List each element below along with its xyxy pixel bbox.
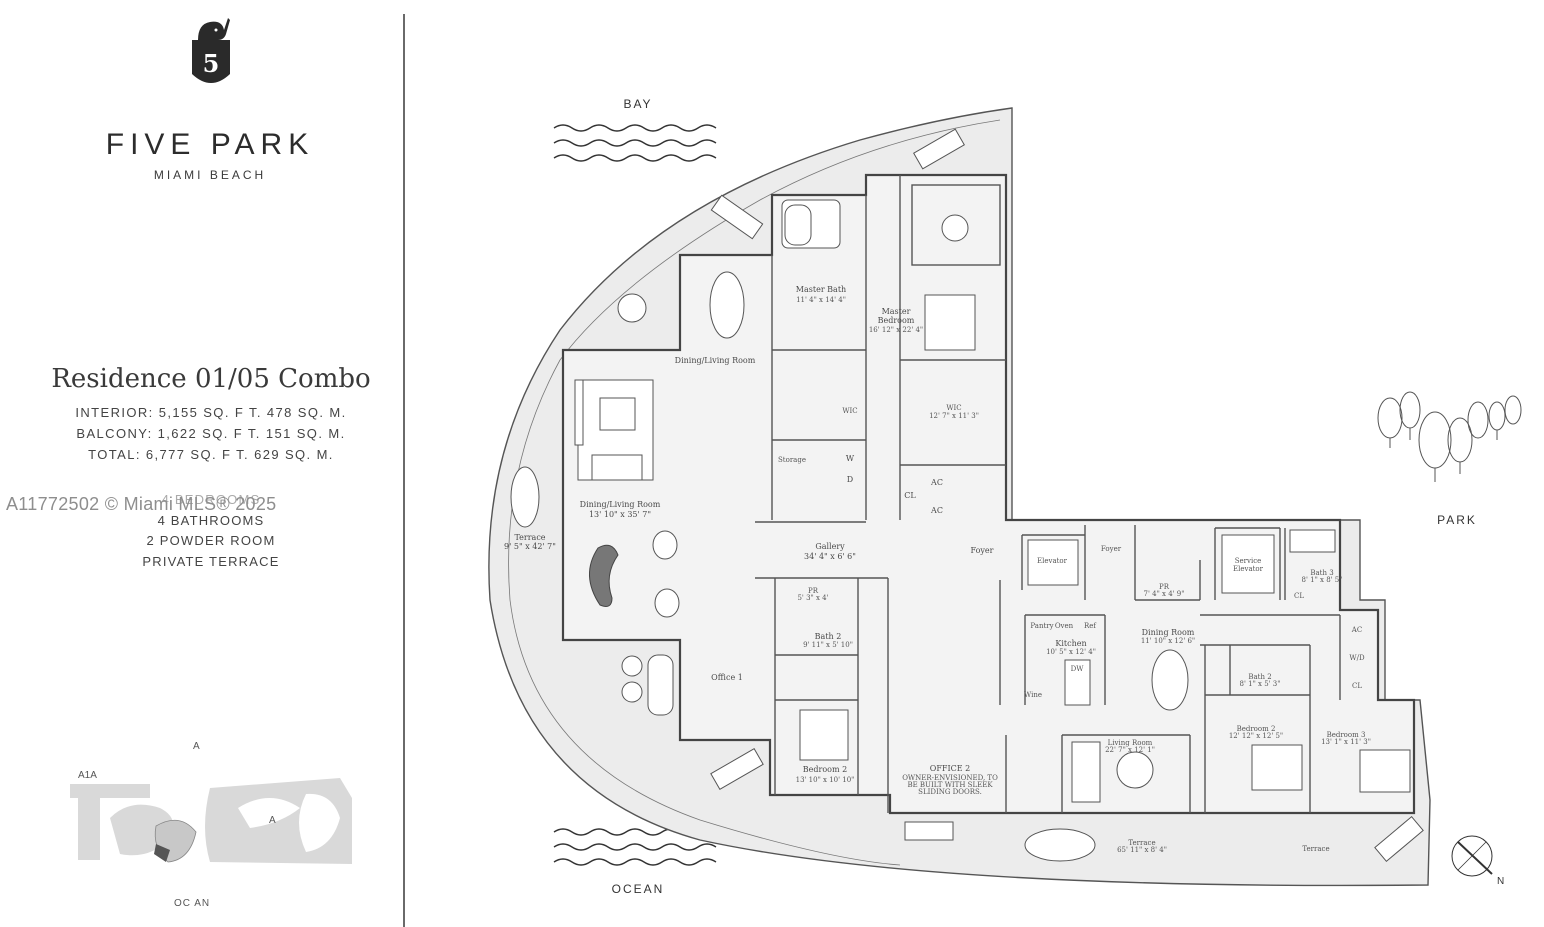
terrace-east-name: Terrace: [1302, 845, 1329, 853]
living-room-dims: 22' 7" x 12' 1": [1105, 746, 1155, 754]
kitchen-name: Kitchen: [1055, 639, 1086, 648]
dw-name: DW: [1071, 665, 1085, 673]
office-2-note2: BE BUILT WITH SLEEK: [907, 781, 993, 789]
terrace-south-name: Terrace: [1128, 839, 1155, 847]
bay-waves-icon: [553, 124, 717, 162]
site-map-label-mid: A: [269, 815, 276, 826]
dining-room-dims: 11' 10" x 12' 6": [1141, 637, 1195, 645]
direction-ocean: OCEAN: [612, 882, 665, 896]
master-bath-dims: 11' 4" x 14' 4": [796, 296, 846, 304]
bedroom-3-name: Bedroom 3: [1327, 731, 1366, 739]
dining-living-name: Dining/Living Room: [580, 500, 661, 509]
storage-name: Storage: [778, 456, 806, 464]
bath-2a-dims: 9' 11" x 5' 10": [803, 641, 853, 649]
svg-text:5: 5: [203, 49, 220, 78]
total-area: TOTAL: 6,777 SQ. F T. 629 SQ. M.: [88, 447, 334, 462]
cl-1-name: CL: [904, 491, 916, 500]
kitchen-dims: 10' 5" x 12' 4": [1046, 648, 1096, 656]
office-2-note1: OWNER-ENVISIONED, TO: [902, 774, 998, 782]
ac-1-name: AC: [930, 478, 943, 487]
bedroom-2a-name: Bedroom 2: [803, 765, 847, 774]
master-bath-name: Master Bath: [796, 285, 846, 294]
interior-area: INTERIOR: 5,155 SQ. F T. 478 SQ. M.: [75, 405, 347, 420]
interior-outline: [561, 173, 1416, 815]
dryer-label: D: [847, 475, 853, 484]
office-2-note3: SLIDING DOORS.: [918, 788, 982, 796]
five-park-logo-icon: 5: [192, 18, 230, 83]
wic-2-dims: 12' 7" x 11' 3": [929, 412, 979, 420]
site-map-label-bottom: OC AN: [174, 898, 211, 909]
interior-walls: [755, 175, 1341, 813]
site-map-label-top: A: [193, 741, 200, 752]
sofa-icon: [589, 544, 619, 607]
pr-2-dims: 7' 4" x 4' 9": [1144, 590, 1185, 598]
bedroom-2b-dims: 12' 12" x 12' 5": [1229, 732, 1283, 740]
bath-3-name: Bath 3: [1310, 569, 1333, 577]
bath-2b-dims: 8' 1" x 5' 3": [1240, 680, 1281, 688]
direction-bay: BAY: [623, 97, 652, 111]
office-1-name: Office 1: [711, 673, 743, 682]
bath-3-dims: 8' 1" x 8' 5": [1302, 576, 1343, 584]
mls-watermark: A11772502 © Miami MLS® 2025: [6, 494, 277, 514]
site-map: [70, 778, 352, 864]
wic-1-name: WIC: [842, 407, 857, 415]
dining-living-top-name: Dining/Living Room: [675, 356, 756, 365]
foyer-2-name: Foyer: [1101, 545, 1122, 553]
pr-1-dims: 5' 3" x 4': [797, 594, 828, 602]
panel-divider: [403, 14, 405, 927]
floor-plan: BAY OCEAN PARK N: [488, 97, 1522, 896]
bedroom-3-dims: 13' 1" x 11' 3": [1321, 738, 1371, 746]
brand-location: MIAMI BEACH: [153, 168, 267, 182]
bedroom-2b-name: Bedroom 2: [1237, 725, 1276, 733]
feature-bedrooms: 4 BEDROOMS: [161, 492, 261, 507]
gallery-name: Gallery: [815, 542, 845, 551]
elevator-name: Elevator: [1037, 557, 1068, 565]
master-bedroom-dims: 16' 12" x 22' 4": [869, 326, 923, 334]
feature-bathrooms: 4 BATHROOMS: [157, 513, 265, 528]
bedroom-2a-dims: 13' 10" x 10' 10": [796, 776, 855, 784]
pr-2-name: PR: [1159, 583, 1170, 591]
wd-name: W/D: [1349, 654, 1365, 662]
terrace-west-dims: 9' 5" x 42' 7": [504, 542, 556, 551]
foyer-1-name: Foyer: [970, 546, 993, 555]
cl-3-name: CL: [1352, 682, 1362, 690]
pantry-name: Pantry: [1030, 622, 1053, 630]
ac-2-name: AC: [930, 506, 943, 515]
service-elevator-name: Service: [1235, 557, 1262, 565]
service-elevator-name2: Elevator: [1233, 565, 1264, 573]
washer-label: W: [846, 454, 855, 463]
balcony-area: BALCONY: 1,622 SQ. F T. 151 SQ. M.: [76, 426, 346, 441]
cl-2-name: CL: [1294, 592, 1304, 600]
terrace-south-dims: 65' 11" x 8' 4": [1117, 846, 1167, 854]
living-room-name: Living Room: [1108, 739, 1153, 747]
residence-title: Residence 01/05 Combo: [51, 364, 371, 394]
terrace-west-name: Terrace: [514, 533, 545, 542]
furniture: [510, 128, 1424, 863]
pr-1-name: PR: [808, 587, 819, 595]
ac-3-name: AC: [1351, 626, 1362, 634]
info-panel: 5 FIVE PARK MIAMI BEACH Residence 01/05 …: [0, 0, 404, 927]
oven-name: Oven: [1055, 622, 1074, 630]
master-bedroom-name: Master: [882, 307, 911, 316]
north-compass-icon: [1451, 835, 1493, 877]
feature-terrace: PRIVATE TERRACE: [142, 554, 280, 569]
wic-2-name: WIC: [946, 404, 961, 412]
dining-room-name: Dining Room: [1142, 628, 1195, 637]
site-map-label-a1a: A1A: [78, 770, 97, 781]
brand-name: FIVE PARK: [105, 128, 315, 161]
bath-2b-name: Bath 2: [1248, 673, 1271, 681]
dining-living-dims: 13' 10" x 35' 7": [589, 510, 651, 519]
park-trees-icon: [1377, 391, 1522, 482]
master-bedroom-name2: Bedroom: [878, 316, 915, 325]
bath-2a-name: Bath 2: [815, 632, 842, 641]
ref-name: Ref: [1084, 622, 1097, 630]
direction-park: PARK: [1437, 513, 1477, 527]
feature-powder-room: 2 POWDER ROOM: [146, 533, 276, 548]
wine-name: Wine: [1024, 691, 1042, 699]
compass-north-label: N: [1497, 876, 1506, 887]
office-2-name: OFFICE 2: [930, 764, 970, 773]
gallery-dims: 34' 4" x 6' 6": [804, 552, 856, 561]
